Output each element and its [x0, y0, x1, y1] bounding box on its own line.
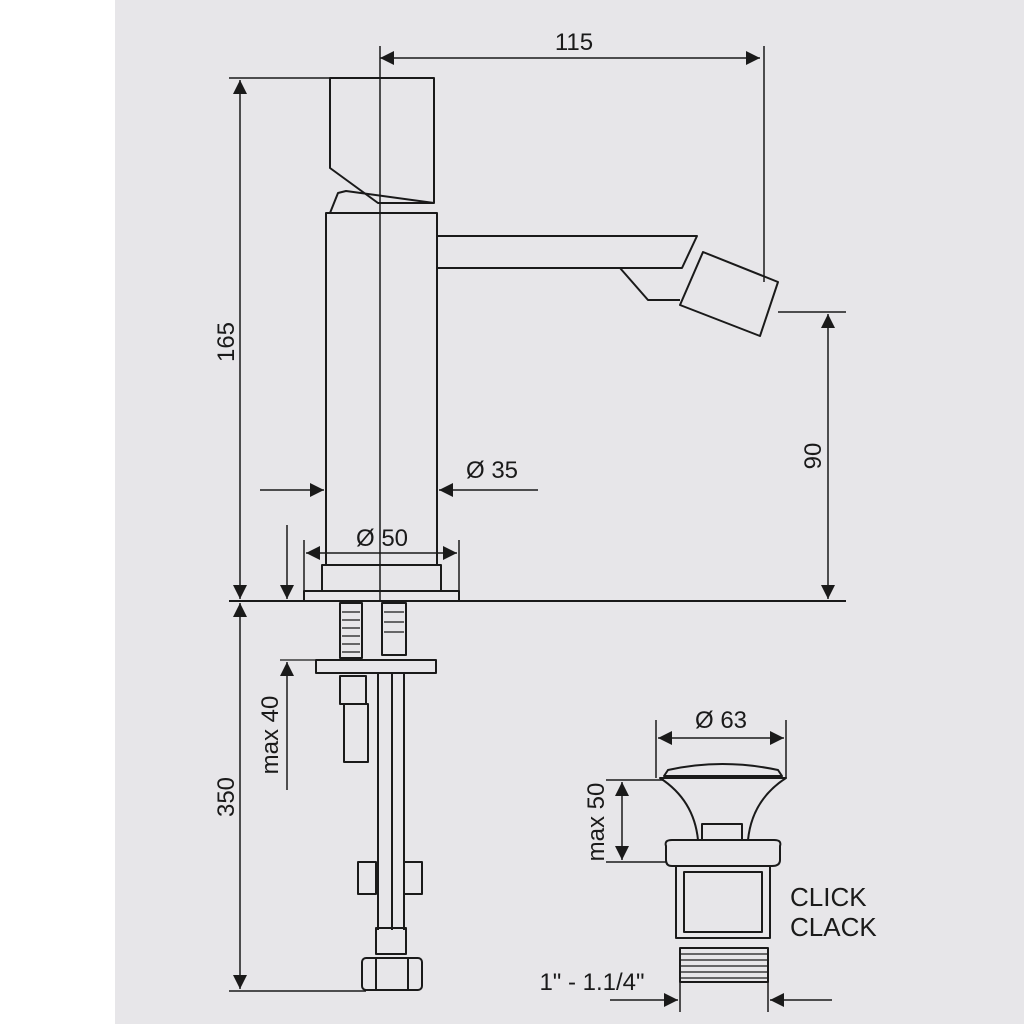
spout-nozzle-link	[619, 267, 680, 301]
fixing-sleeve	[343, 703, 369, 763]
waste-ring	[664, 839, 782, 867]
mounting-assembly	[280, 602, 437, 991]
fixing-plate	[315, 659, 437, 674]
faucet-body	[303, 77, 779, 602]
dim-label-max50: max 50	[583, 783, 610, 862]
drawing-background	[115, 0, 1024, 1024]
hose-end-nut	[361, 957, 423, 991]
dim-label-d50: Ø 50	[356, 525, 408, 552]
hose-connector	[381, 602, 407, 656]
dim-label-90: 90	[800, 443, 827, 470]
dim-label-max40: max 40	[257, 696, 284, 775]
handle-neck	[329, 190, 435, 214]
hose-end-fitting	[375, 927, 407, 955]
dim-label-d35: Ø 35	[466, 457, 518, 484]
spout	[437, 235, 698, 269]
waste-thread	[679, 947, 769, 983]
dim-label-115: 115	[555, 29, 593, 56]
dim-label-thread: 1" - 1.1/4"	[539, 969, 644, 996]
waste-body	[675, 865, 771, 939]
waste-cap	[663, 763, 783, 777]
spout-nozzle	[679, 251, 779, 337]
waste-name-line-2: CLACK	[790, 912, 877, 942]
dim-label-165: 165	[213, 322, 240, 362]
threaded-rod	[339, 602, 363, 659]
waste-name-line-1: CLICK	[790, 882, 867, 912]
click-clack-waste	[659, 763, 787, 983]
dim-label-350: 350	[213, 777, 240, 817]
dim-label-d63: Ø 63	[695, 707, 747, 734]
